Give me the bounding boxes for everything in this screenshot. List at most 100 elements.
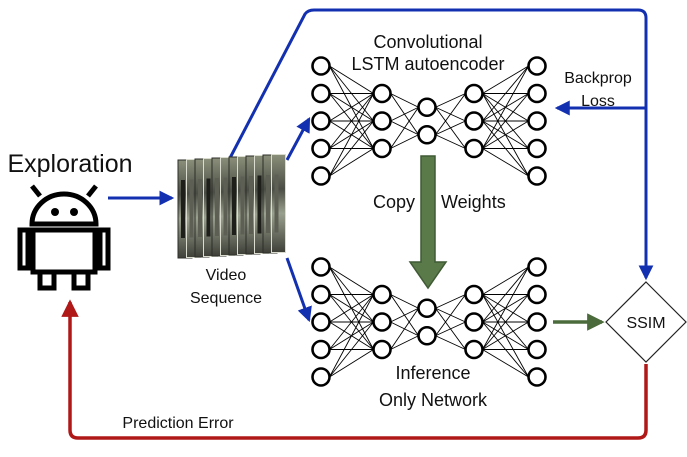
bottom-network-node-layer-4 (464, 339, 484, 360)
top-network-connection (435, 120, 466, 136)
ssim-diamond (605, 281, 687, 363)
video-frame-detail (198, 179, 202, 237)
video-frame-detail (266, 175, 270, 233)
video-frame-detail (181, 180, 185, 238)
bottom-network-node-layer-2 (372, 284, 392, 305)
top-network-node-layer-5 (527, 56, 547, 76)
top-network-node-layer-3 (417, 124, 437, 145)
top-network-connection (329, 93, 374, 149)
bottom-network-connection (329, 294, 374, 323)
top-network-node-layer-3 (417, 97, 437, 118)
bottom-network-connection (482, 349, 529, 378)
backprop-label-line1: Backprop (564, 70, 632, 87)
bottom-network-node-layer-2 (372, 339, 392, 360)
android-eye-right (70, 208, 78, 216)
bottom-network-label-line1: Inference (395, 363, 470, 383)
prediction-error-label: Prediction Error (122, 415, 234, 432)
prediction-error-arrow (61, 299, 648, 440)
top-network-node-layer-2 (372, 138, 392, 159)
bottom-network-connection (329, 266, 374, 295)
video-label-line2: Sequence (190, 290, 262, 307)
video-to-top-network-arrow (285, 117, 311, 161)
video-frame-detail (240, 176, 245, 235)
bottom-network-connection (482, 266, 529, 295)
top-network-label-line1: Convolutional (373, 32, 482, 52)
bottom-network-connection (435, 294, 466, 337)
top-network-node-layer-2 (372, 111, 392, 131)
bottom-network-node-layer-1 (311, 257, 331, 277)
bottom-network-node-layer-1 (311, 312, 331, 332)
copy-weights-left-label: Copy (373, 192, 415, 212)
bottom-network-node-layer-5 (527, 257, 547, 277)
top-network-connection (329, 120, 374, 177)
bottom-network-node-layer-3 (417, 325, 437, 346)
top-network-node-layer-5 (527, 111, 547, 131)
bottom-network-connection (482, 321, 529, 350)
bottom-network-connection (390, 307, 419, 350)
top-network-connection (482, 93, 529, 149)
top-network-connection (390, 106, 419, 122)
bottom-network-connection (390, 294, 419, 309)
bottom-network-nodes (311, 257, 547, 387)
bottom-network-node-layer-3 (417, 298, 437, 319)
bottom-network-node-layer-5 (527, 367, 547, 387)
top-network-connection (482, 65, 529, 122)
android-eye-left (51, 208, 59, 216)
top-network-connection (390, 93, 419, 108)
top-network-connection (390, 134, 419, 149)
top-network-node-layer-1 (311, 111, 331, 131)
bottom-network-connections (329, 266, 529, 378)
video-frame-detail (257, 175, 262, 234)
bottom-network-node-layer-2 (372, 312, 392, 332)
top-network-node-layer-1 (311, 83, 331, 104)
video-frame-detail (206, 178, 211, 237)
top-network-connection (482, 148, 529, 177)
bottom-network-connection (329, 321, 374, 378)
bottom-network-connection (390, 307, 419, 323)
copy-weights-arrow (408, 155, 448, 290)
bottom-network-connection (482, 294, 529, 350)
bottom-network-label-line2: Only Network (379, 390, 488, 410)
video-to-ssim-arrow (228, 8, 654, 281)
top-network-connection (390, 106, 419, 149)
top-network-node-layer-5 (527, 83, 547, 104)
bottom-network-connection (482, 266, 529, 350)
bottom-network-connection (482, 266, 529, 323)
bottom-network-node-layer-1 (311, 367, 331, 387)
top-network-connection (482, 65, 529, 149)
top-network-node-layer-4 (464, 138, 484, 159)
video-frame-detail (215, 178, 219, 236)
top-network-connection (482, 120, 529, 149)
top-network-node-layer-1 (311, 138, 331, 159)
bottom-network-node-layer-5 (527, 284, 547, 305)
top-network-connection (435, 134, 466, 149)
video-frame-detail (249, 176, 253, 234)
top-network-connection (435, 93, 466, 136)
top-network-node-layer-1 (311, 166, 331, 186)
bottom-network-node-layer-1 (311, 284, 331, 305)
top-network-node-layer-1 (311, 56, 331, 76)
top-network-node-layer-2 (372, 83, 392, 104)
backprop-label-line2: Loss (581, 93, 615, 110)
video-frame-detail (223, 177, 228, 236)
top-network-node-layer-5 (527, 138, 547, 159)
bottom-network-node-layer-5 (527, 312, 547, 332)
top-network-connections (329, 65, 529, 177)
ssim-label: SSIM (626, 315, 665, 332)
bottom-network-node-layer-1 (311, 339, 331, 360)
top-network-nodes (311, 56, 547, 186)
bottom-network-connection (329, 349, 374, 378)
top-network-connection (329, 93, 374, 122)
video-label-line1: Video (206, 267, 247, 284)
android-robot-icon (17, 184, 111, 291)
top-network-connection (329, 65, 374, 94)
bottom-network-connection (329, 294, 374, 378)
bottom-network-node-layer-4 (464, 284, 484, 305)
video-frame-detail (274, 174, 279, 233)
bottom-network-node-layer-4 (464, 312, 484, 332)
bottom-network-connection (390, 335, 419, 350)
video-frame-detail (232, 177, 236, 235)
top-network-connection (329, 93, 374, 177)
